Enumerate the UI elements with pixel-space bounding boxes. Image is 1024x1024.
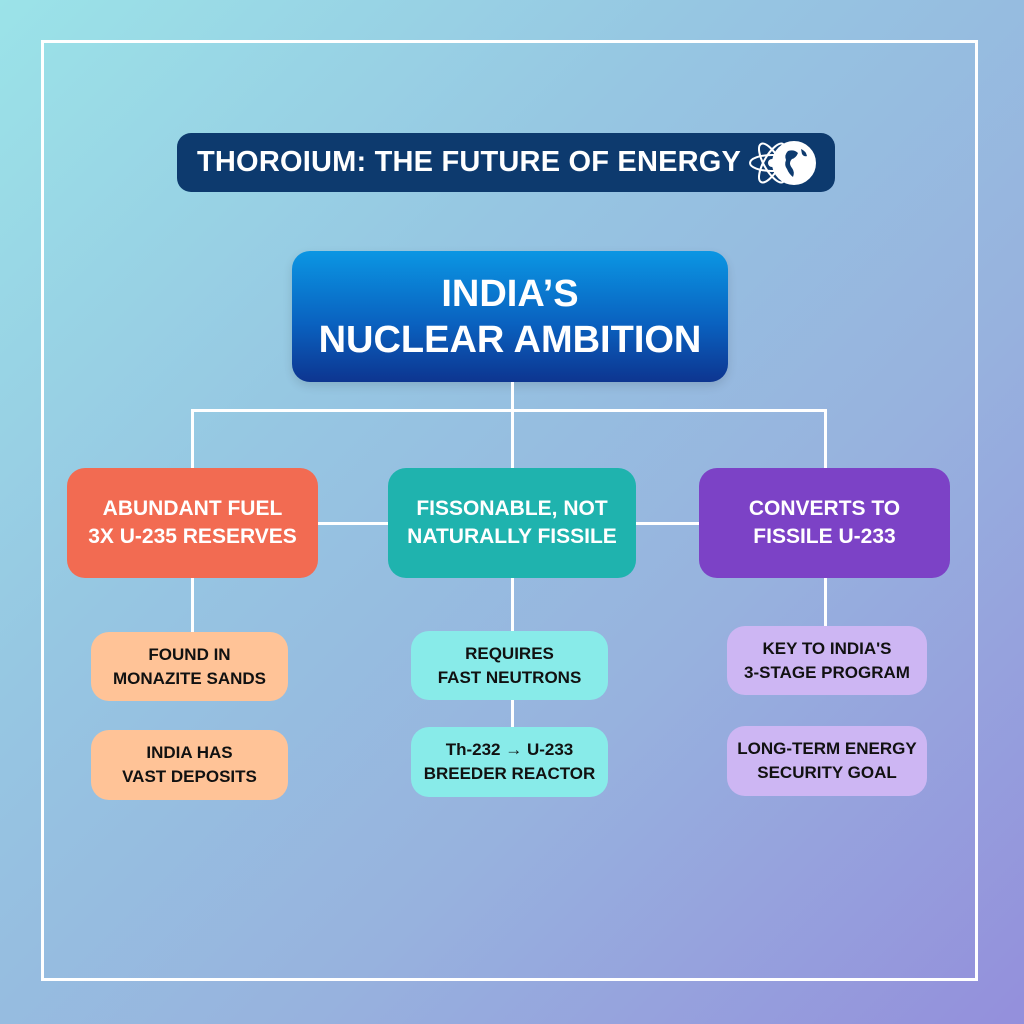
leaf-line-1: INDIA HAS [146, 743, 233, 762]
leaf-breeder-reactor: Th-232 → U-233 BREEDER REACTOR [411, 727, 608, 797]
page-title: THOROIUM: THE FUTURE OF ENERGY [197, 146, 742, 178]
branch-converts-u233: CONVERTS TO FISSILE U-233 [699, 468, 950, 578]
leaf-line-2: MONAZITE SANDS [113, 668, 266, 688]
leaf-line-2: SECURITY GOAL [757, 763, 897, 782]
leaf-3-stage-program: KEY TO INDIA'S 3-STAGE PROGRAM [727, 626, 927, 695]
connector-horizontal-top [191, 409, 827, 412]
branch-abundant-fuel: ABUNDANT FUEL 3X U-235 RESERVES [67, 468, 318, 578]
leaf-line-1: REQUIRES [465, 643, 554, 663]
leaf-monazite-sands: FOUND IN MONAZITE SANDS [91, 632, 288, 701]
leaf-fast-neutrons: REQUIRES FAST NEUTRONS [411, 631, 608, 700]
leaf-line-1: KEY TO INDIA'S [762, 638, 892, 658]
connector-left-l3 [191, 578, 194, 632]
outer-frame [41, 40, 978, 981]
connector-right-down [824, 409, 827, 468]
connector-l2-left-mid [318, 522, 388, 525]
branch-line-1: CONVERTS TO [748, 497, 901, 520]
leaf-line-2: 3-STAGE PROGRAM [744, 662, 910, 682]
connector-mid-l3 [511, 578, 514, 632]
leaf-energy-security: LONG-TERM ENERGY SECURITY GOAL [727, 726, 927, 796]
title-banner: THOROIUM: THE FUTURE OF ENERGY [177, 133, 835, 192]
root-node: INDIA’S NUCLEAR AMBITION [292, 251, 728, 382]
connector-root-down [511, 382, 514, 468]
connector-left-down [191, 409, 194, 468]
branch-line-2: 3X U-235 RESERVES [88, 525, 297, 548]
connector-l2-mid-right [636, 522, 700, 525]
connector-mid-l3-l4 [511, 700, 514, 728]
branch-line-2: FISSILE U-233 [753, 525, 896, 548]
branch-line-2: NATURALLY FISSILE [407, 525, 617, 548]
leaf-line-1: LONG-TERM ENERGY [737, 739, 917, 758]
atom-globe-icon [749, 141, 816, 185]
leaf-line-2: VAST DEPOSITS [122, 767, 257, 786]
leaf-line-2: FAST NEUTRONS [437, 667, 582, 687]
branch-line-1: FISSONABLE, NOT [416, 497, 608, 520]
leaf-line-2: BREEDER REACTOR [423, 764, 596, 783]
root-line-1: INDIA’S [441, 272, 579, 315]
leaf-line-1: Th-232 → U-233 [445, 740, 574, 759]
leaf-line-1: FOUND IN [148, 644, 231, 664]
branch-line-1: ABUNDANT FUEL [102, 497, 283, 520]
leaf-vast-deposits: INDIA HAS VAST DEPOSITS [91, 730, 288, 800]
root-line-2: NUCLEAR AMBITION [318, 318, 702, 361]
connector-right-l3 [824, 578, 827, 626]
branch-fissionable: FISSONABLE, NOT NATURALLY FISSILE [388, 468, 636, 578]
